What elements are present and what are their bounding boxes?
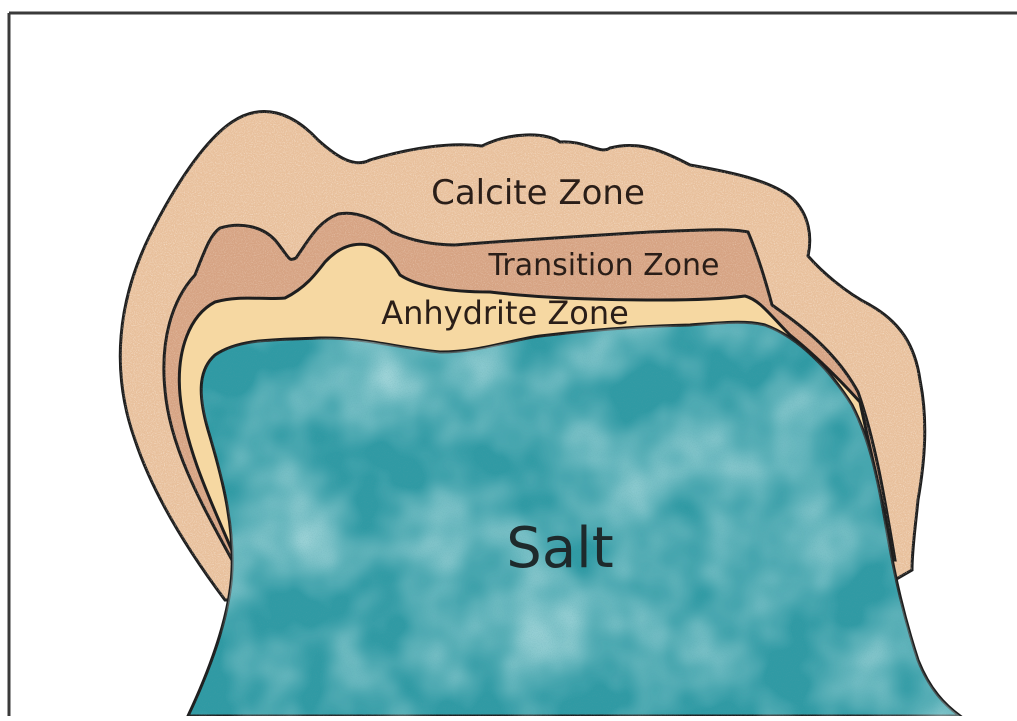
anhydrite-zone-label: Anhydrite Zone	[381, 294, 629, 332]
transition-zone-label: Transition Zone	[488, 248, 720, 283]
calcite-zone-label: Calcite Zone	[431, 173, 645, 213]
salt-label: Salt	[506, 516, 613, 581]
